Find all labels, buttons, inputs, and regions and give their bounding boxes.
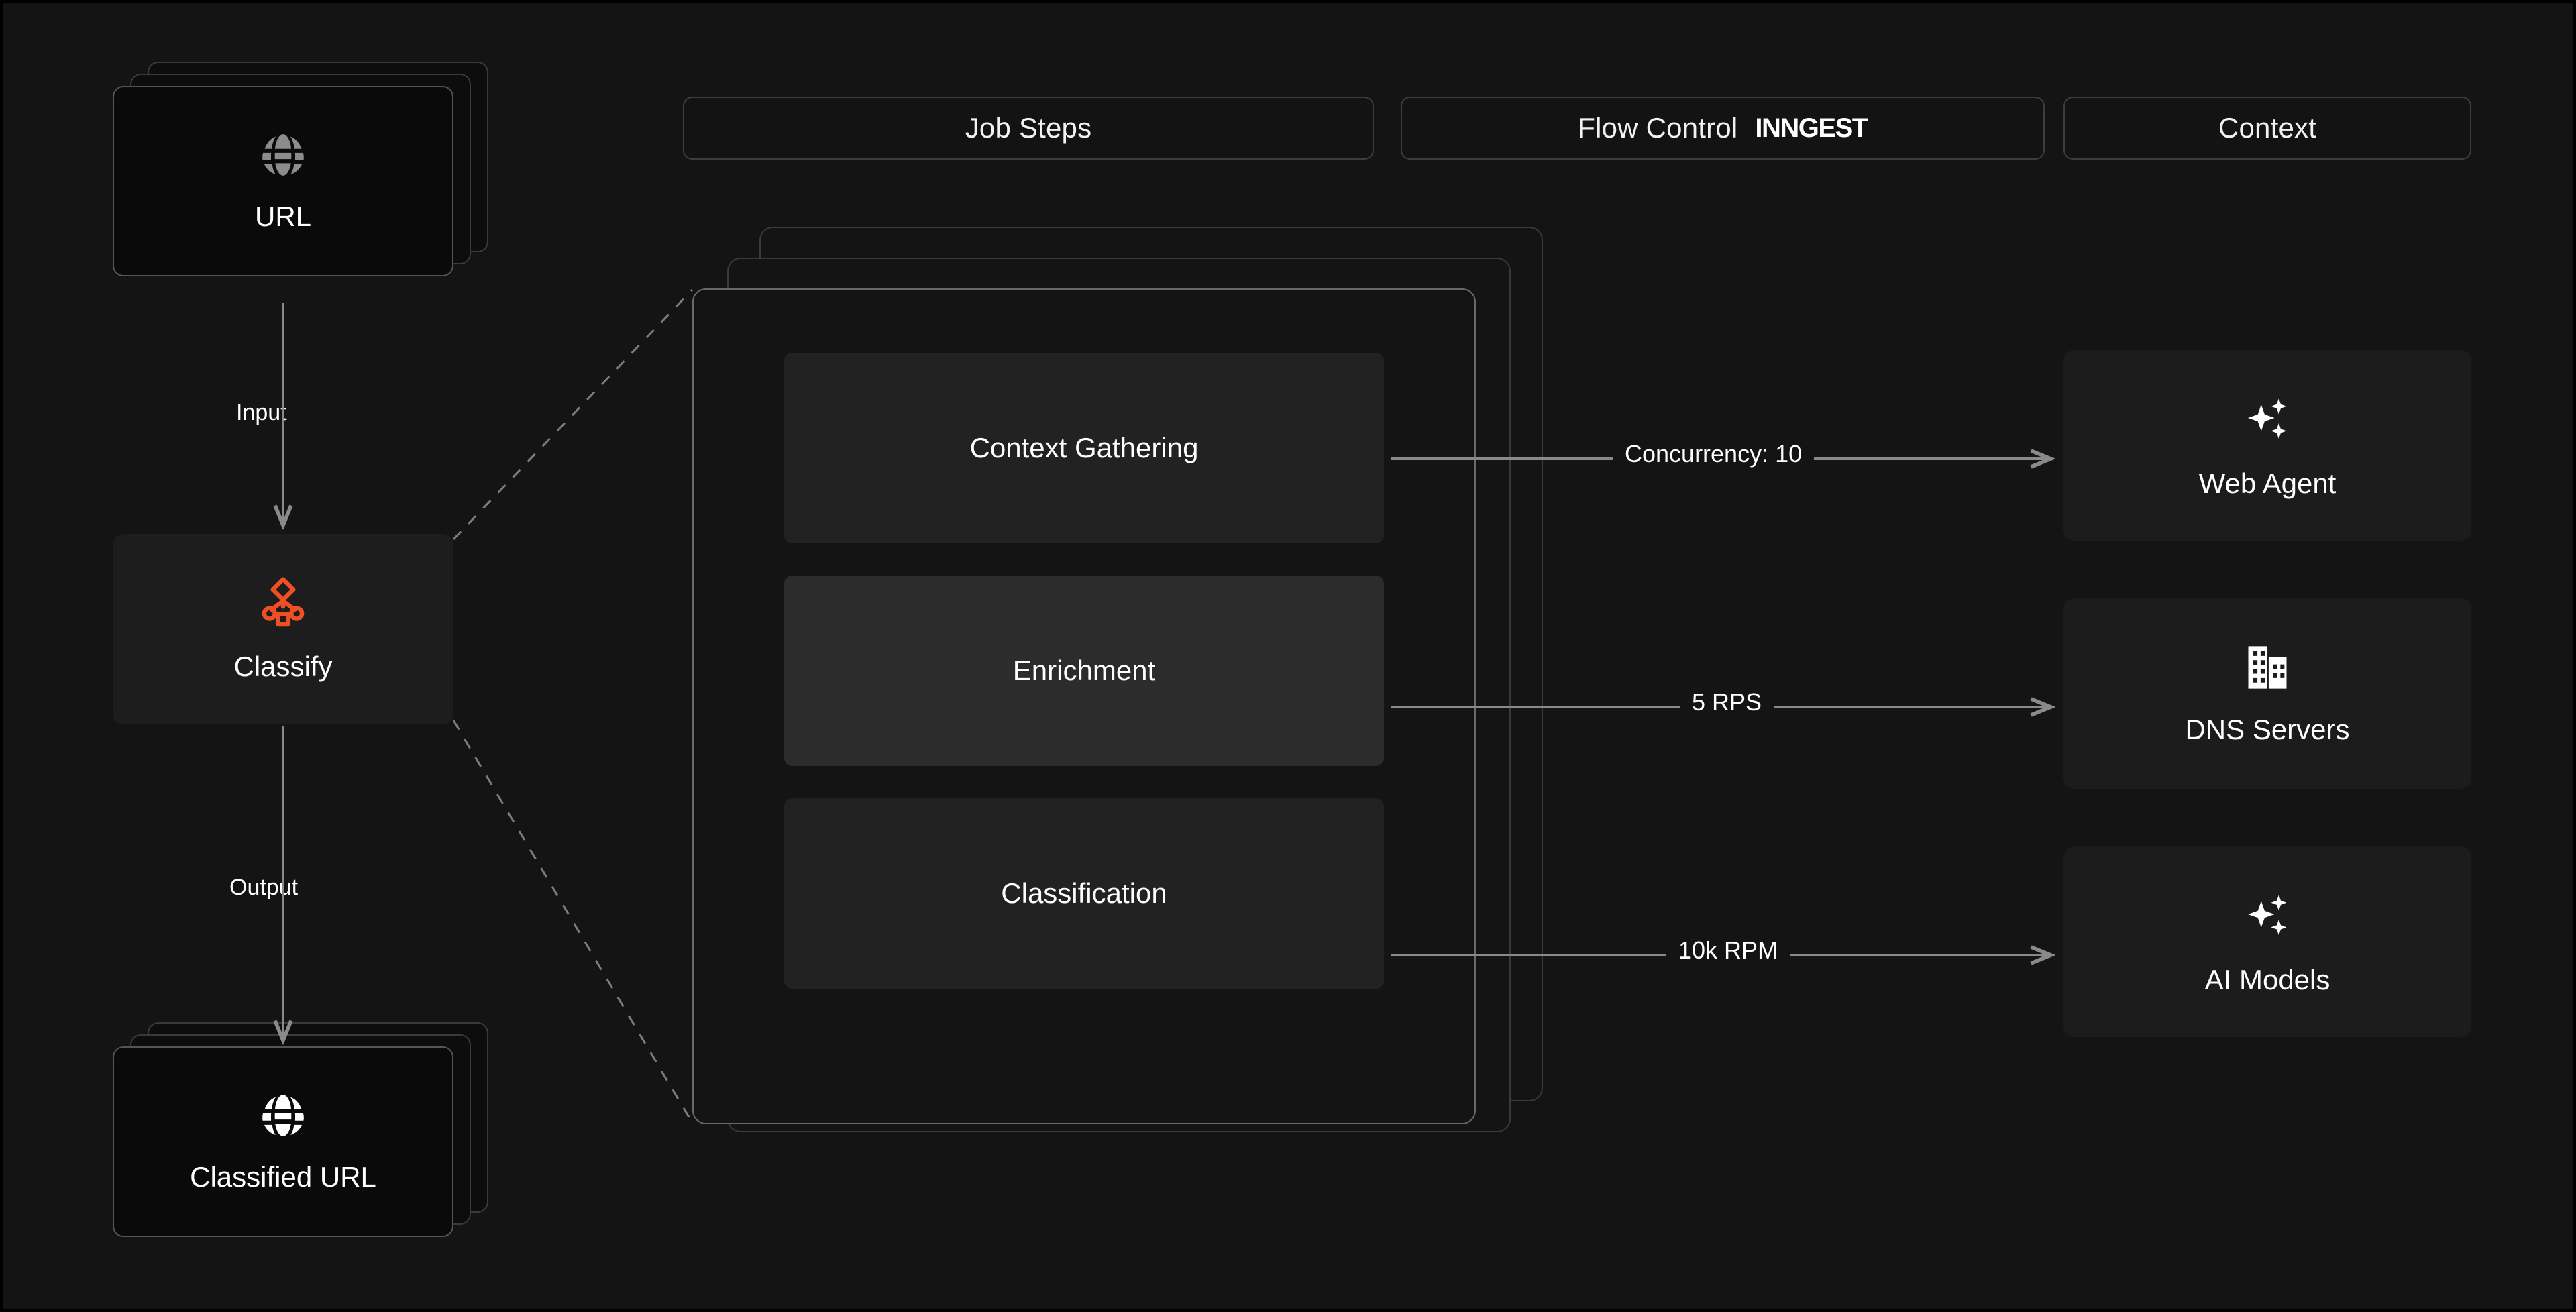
globe-icon	[258, 130, 308, 183]
output-card[interactable]: Classified URL	[113, 1046, 453, 1237]
step-label: Classification	[1001, 877, 1167, 909]
resource-label: DNS Servers	[2185, 713, 2350, 745]
globe-icon	[258, 1091, 308, 1144]
edge-expand-bottom	[452, 720, 694, 1124]
building-icon	[2242, 642, 2293, 696]
resource-label: AI Models	[2204, 963, 2330, 995]
input-card-stack[interactable]: URL	[113, 62, 488, 303]
tab-label: Context	[2218, 112, 2317, 144]
edge-label-output: Output	[217, 875, 311, 901]
resource-card-dns-servers[interactable]: DNS Servers	[2063, 598, 2471, 789]
classify-workflow-icon	[256, 576, 311, 635]
sparkles-icon	[2240, 392, 2295, 450]
output-card-stack[interactable]: Classified URL	[113, 1022, 488, 1264]
input-card-label: URL	[254, 200, 312, 232]
step-card[interactable]: Context Gathering	[784, 353, 1384, 543]
step-label: Context Gathering	[969, 432, 1199, 463]
resource-label: Web Agent	[2198, 467, 2337, 499]
output-card-label: Classified URL	[190, 1160, 376, 1193]
edge-label-rpm: 10k RPM	[1666, 936, 1790, 965]
input-card[interactable]: URL	[113, 86, 453, 276]
step-card[interactable]: Classification	[784, 798, 1384, 989]
resource-card-ai-models[interactable]: AI Models	[2063, 846, 2471, 1037]
edge-label-concurrency: Concurrency: 10	[1613, 440, 1815, 468]
classify-node[interactable]: Classify	[113, 534, 453, 724]
job-panel: Context Gathering Enrichment Classificat…	[692, 288, 1476, 1124]
edge-label-rps: 5 RPS	[1680, 688, 1774, 716]
sparkles-icon	[2240, 888, 2295, 946]
tab-context[interactable]: Context	[2063, 97, 2471, 160]
step-card[interactable]: Enrichment	[784, 576, 1384, 766]
tab-label: Job Steps	[965, 112, 1092, 144]
edge-label-input: Input	[224, 400, 299, 426]
classify-node-label: Classify	[233, 650, 333, 682]
resource-card-web-agent[interactable]: Web Agent	[2063, 350, 2471, 541]
tab-label: Flow Control	[1578, 112, 1738, 144]
step-label: Enrichment	[1012, 655, 1156, 686]
tab-flow-control[interactable]: Flow Control INNGEST	[1401, 97, 2045, 160]
inngest-logo: INNGEST	[1755, 113, 1868, 143]
tab-job-steps[interactable]: Job Steps	[683, 97, 1374, 160]
edge-expand-top	[452, 288, 694, 541]
